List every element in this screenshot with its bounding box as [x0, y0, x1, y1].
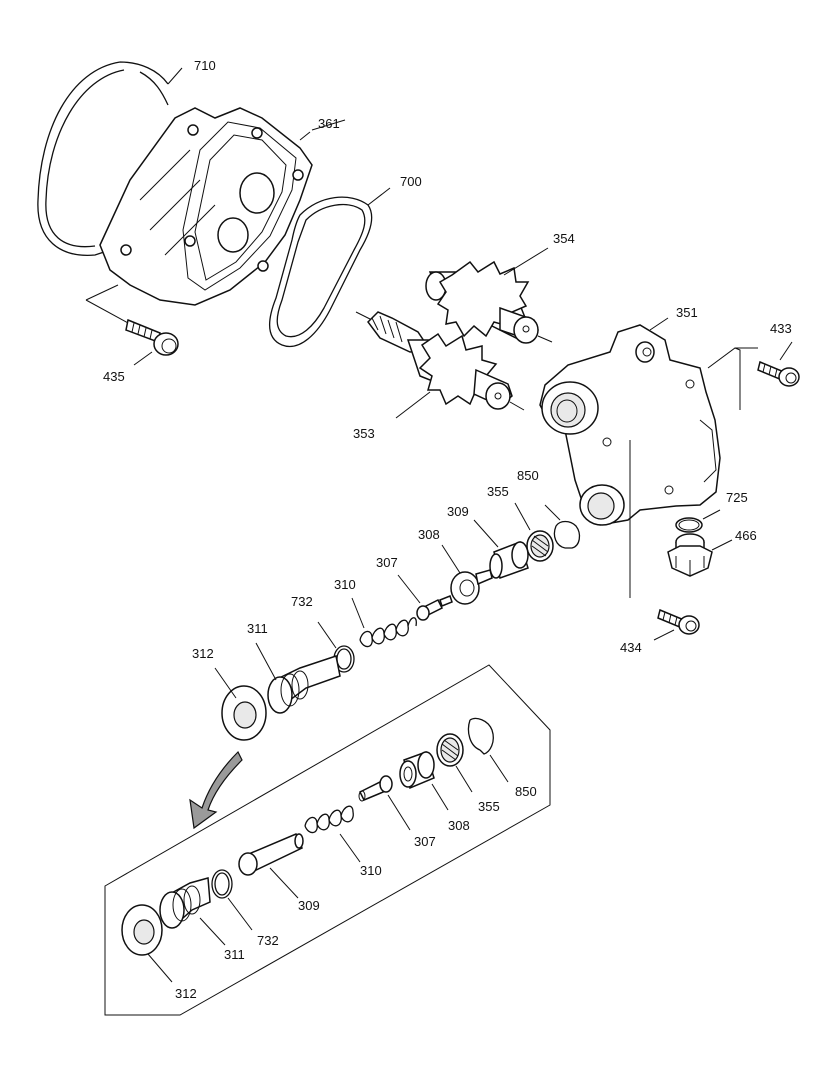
- label-850-inset: 850: [515, 784, 537, 799]
- pump-body-351: [539, 317, 758, 598]
- label-355-inset: 355: [478, 799, 500, 814]
- label-309-inset: 309: [298, 898, 320, 913]
- label-710: 710: [194, 58, 216, 73]
- label-310-inset: 310: [360, 863, 382, 878]
- label-353: 353: [353, 426, 375, 441]
- label-354: 354: [553, 231, 575, 246]
- label-725: 725: [726, 490, 748, 505]
- label-311-upper: 311: [247, 621, 268, 636]
- label-434: 434: [620, 640, 642, 655]
- label-309-upper: 309: [447, 504, 469, 519]
- label-435: 435: [103, 369, 125, 384]
- label-312-inset: 312: [175, 986, 197, 1001]
- label-732-inset: 732: [257, 933, 279, 948]
- label-355-upper: 355: [487, 484, 509, 499]
- label-466: 466: [735, 528, 757, 543]
- o-ring-710: [37, 61, 183, 256]
- ring-725: [675, 509, 721, 533]
- label-311-inset: 311: [224, 947, 245, 962]
- label-850-upper: 850: [517, 468, 539, 483]
- label-361: 361: [318, 116, 340, 131]
- gear-353: [355, 311, 525, 419]
- gear-354: [425, 247, 553, 344]
- label-307-inset: 307: [414, 834, 436, 849]
- cover-361: [99, 107, 346, 306]
- gasket-700: [268, 187, 391, 348]
- bolt-435: [85, 284, 179, 366]
- label-351: 351: [676, 305, 698, 320]
- label-308-upper: 308: [418, 527, 440, 542]
- label-732-upper: 732: [291, 594, 313, 609]
- bolt-433: [757, 341, 800, 387]
- label-310-upper: 310: [334, 577, 356, 592]
- label-700: 700: [400, 174, 422, 189]
- part-labels: 710 361 700 354 351 433 435 353 850 355 …: [103, 58, 792, 1001]
- detail-inset: [104, 664, 551, 1016]
- bolt-434: [653, 608, 700, 641]
- label-308-inset: 308: [448, 818, 470, 833]
- label-312-upper: 312: [192, 646, 214, 661]
- plug-466: [667, 533, 733, 577]
- valve-train-upper: [214, 502, 581, 741]
- label-307-upper: 307: [376, 555, 398, 570]
- label-433: 433: [770, 321, 792, 336]
